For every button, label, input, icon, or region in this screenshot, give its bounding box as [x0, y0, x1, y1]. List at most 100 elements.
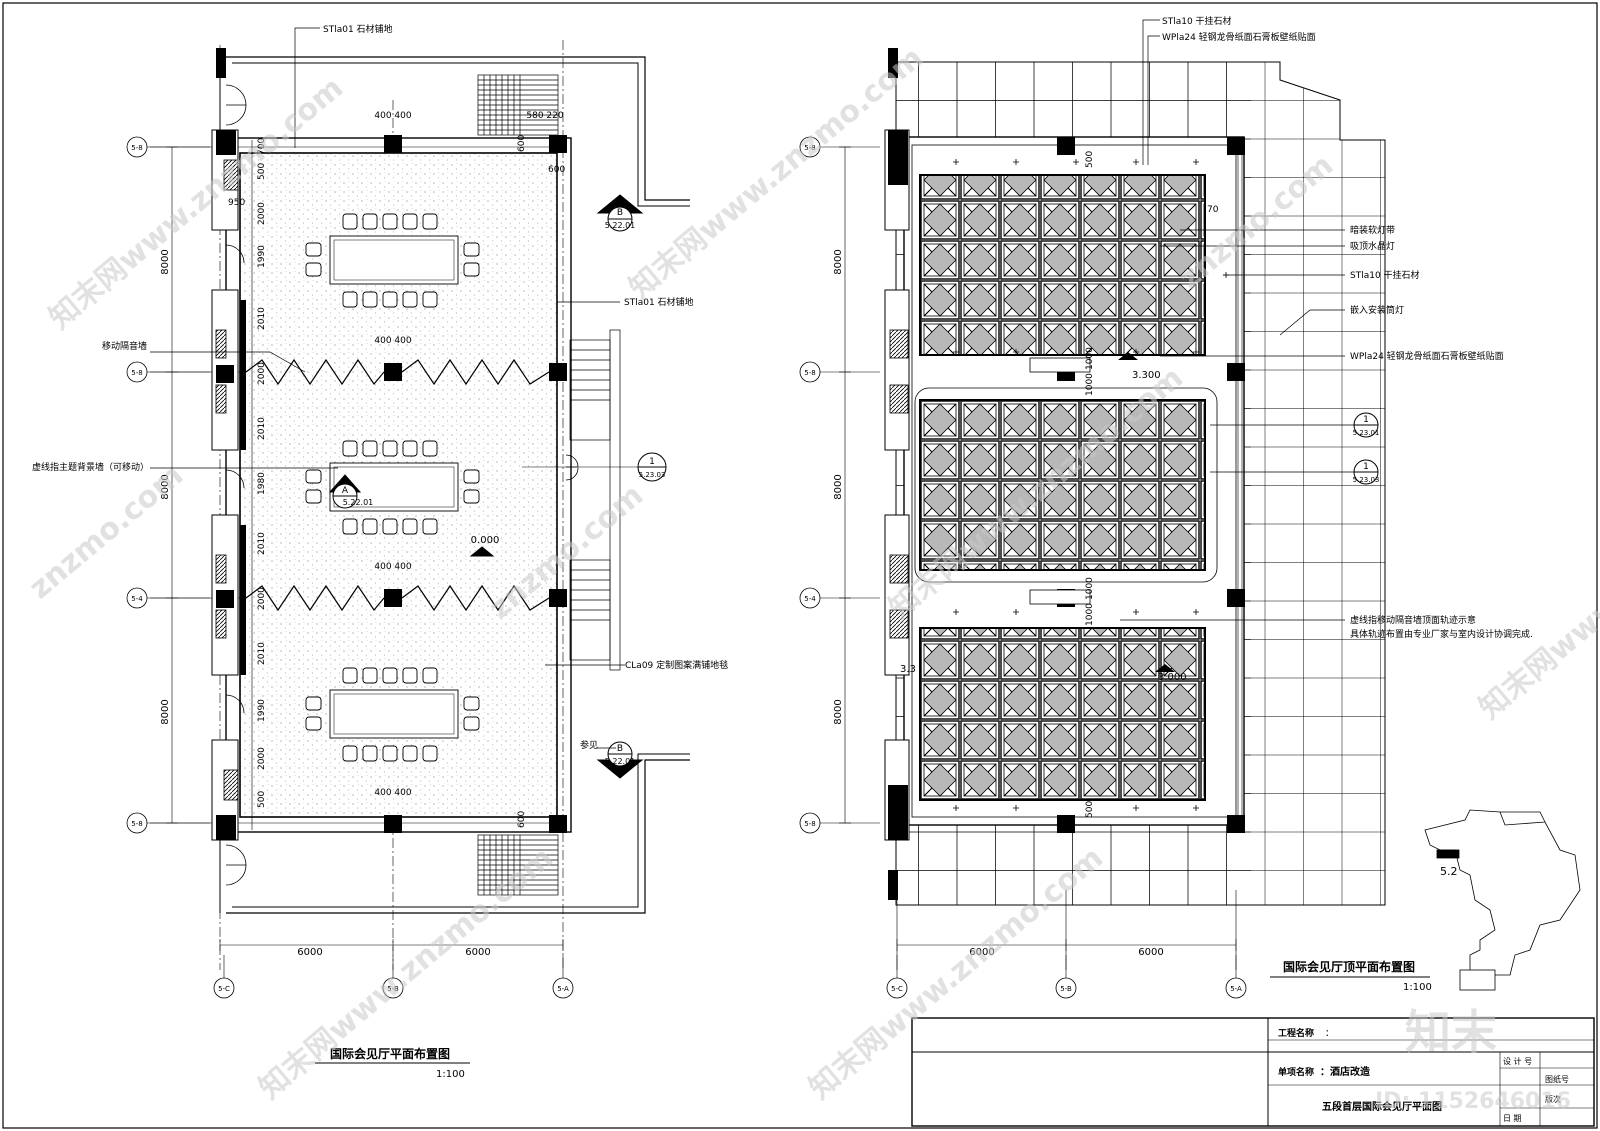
floor-level: 0.000: [471, 535, 500, 546]
led-strip-callout: 暗装软灯带: [1350, 224, 1395, 236]
lattice-ceiling-panel: [919, 174, 1206, 356]
ceiling-level: 3.300: [1132, 370, 1161, 381]
code-label: 版次: [1545, 1094, 1561, 1104]
code-label: 图纸号: [1545, 1074, 1569, 1084]
axis-label: 5-B: [387, 985, 399, 993]
axis-label: 5-8: [804, 144, 815, 152]
small-dim: 1000: [1085, 347, 1095, 370]
small-dim: 500: [257, 791, 267, 808]
section-b-ref: 5.22.01: [605, 757, 636, 766]
column-dim: 400 400: [374, 336, 411, 346]
detail-number: 1: [649, 457, 655, 467]
key-plan-label: 5.2: [1440, 865, 1458, 878]
axis-label: 5-4: [131, 595, 143, 603]
axis-label: 5-8: [804, 369, 815, 377]
dim-text: 8000: [833, 474, 844, 499]
small-dim: 2000: [257, 202, 267, 225]
crystal-light-callout: 吸顶水晶灯: [1350, 240, 1395, 252]
axis-label: 5-A: [557, 985, 569, 993]
small-dim: 70: [1207, 205, 1219, 215]
section-b-letter: B: [617, 208, 623, 218]
detail-number: 1: [1363, 462, 1369, 472]
dim-text: 8000: [833, 699, 844, 724]
column-dim: 400 400: [374, 111, 411, 121]
watermark: znzmo.com: [23, 458, 190, 606]
axis-label: 5-8: [804, 820, 815, 828]
meeting-table: [329, 235, 459, 285]
small-dim: 500: [1085, 151, 1095, 168]
small-dim: 2000: [257, 747, 267, 770]
dim-text: 6000: [1138, 947, 1163, 958]
axis-label: 5-8: [131, 820, 142, 828]
section-a-letter: A: [342, 486, 349, 496]
see-callout: 参见: [580, 739, 598, 751]
dim-text: 8000: [160, 474, 171, 499]
small-dim: 600: [517, 135, 527, 152]
section-a-ref: 5.22.01: [343, 498, 374, 507]
item-label: 单项名称: [1278, 1066, 1314, 1078]
top-dim: 580 220: [526, 111, 563, 121]
small-dim: 600: [548, 165, 565, 175]
plan-scale: 1:100: [1403, 982, 1432, 993]
plan-title: 国际会见厅平面布置图: [330, 1046, 450, 1061]
detail-ref: 5.23.01: [1353, 429, 1380, 437]
small-dim: 500: [257, 163, 267, 180]
watermark: 知末网www.znzmo.com: [623, 40, 930, 306]
small-dim: 2010: [257, 417, 267, 440]
lattice-ceiling-panel: [919, 627, 1206, 801]
section-b-letter: B: [617, 744, 623, 754]
small-dim: 2000: [257, 362, 267, 385]
track-note-1: 虚线指移动隔音墙顶面轨迹示意: [1350, 614, 1476, 626]
watermark-id: ID: 1152646016: [1375, 1089, 1571, 1114]
detail-ref: 5.23.03: [639, 471, 666, 479]
dim-text: 8000: [160, 249, 171, 274]
small-dim: 1000: [1085, 373, 1095, 396]
small-dim: 1000: [1085, 603, 1095, 626]
key-plan: [1424, 809, 1581, 991]
plan-title: 国际会见厅顶平面布置图: [1283, 959, 1415, 974]
watermark: 知末网www.znzmo.com: [253, 840, 560, 1106]
drawing-name: 五段首层国际会见厅平面图: [1322, 1100, 1442, 1113]
movable-wall-callout: 移动隔音墙: [102, 340, 147, 352]
dim-text: 8000: [833, 249, 844, 274]
track-note-2: 具体轨迹布置由专业厂家与室内设计协调完成.: [1350, 628, 1533, 640]
axis-label: 5-C: [891, 985, 903, 993]
dim-text: 6000: [969, 947, 994, 958]
axis-label: 5-A: [1230, 985, 1242, 993]
item-value: ：酒店改造: [1320, 1065, 1371, 1078]
column-dim: 400 400: [374, 788, 411, 798]
section-b-ref: 5.22.01: [605, 221, 636, 230]
small-dim: 1000: [1085, 577, 1095, 600]
small-dim: 1980: [257, 472, 267, 495]
axis-label: 5-B: [1060, 985, 1072, 993]
carpet-callout: CLa09 定制图案满铺地毯: [625, 659, 728, 671]
downlight-callout: 嵌入安装筒灯: [1350, 304, 1404, 316]
small-dim: 1990: [257, 245, 267, 268]
detail-ref: 5.23.03: [1353, 476, 1380, 484]
gypsum-wallpaper-callout: WPla24 轻钢龙骨纸面石膏板壁纸贴面: [1162, 31, 1316, 43]
small-dim: 600: [517, 811, 527, 828]
project-value: ：: [1325, 1029, 1334, 1039]
lattice-ceiling-panel: [919, 399, 1206, 571]
backdrop-callout: 虚线指主题背景墙（可移动）: [32, 461, 149, 473]
small-dim: 1990: [257, 699, 267, 722]
ceiling-plan: STla10 干挂石材 WPla24 轻钢龙骨纸面石膏板壁纸贴面 暗装软灯带 吸…: [799, 15, 1581, 999]
project-label: 工程名称: [1278, 1027, 1314, 1039]
stone-floor-callout: STla01 石材铺地: [323, 23, 393, 35]
small-dim: 700: [257, 138, 267, 155]
small-dim: 2010: [257, 532, 267, 555]
title-block: [911, 1017, 1595, 1127]
small-dim: 2010: [257, 642, 267, 665]
watermark-brand: 知末: [1405, 1005, 1497, 1059]
dim-text: 6000: [465, 947, 490, 958]
small-dim: 500: [1085, 801, 1095, 818]
gypsum-wallpaper-callout: WPla24 轻钢龙骨纸面石膏板壁纸贴面: [1350, 350, 1504, 362]
date-label: 日 期: [1503, 1114, 1522, 1123]
stone-floor-callout: STla01 石材铺地: [624, 296, 694, 308]
watermark: 知末网www.znzmo.com: [1473, 460, 1600, 726]
detail-number: 1: [1363, 415, 1369, 425]
axis-label: 5-4: [804, 595, 816, 603]
designer-label: 设 计 号: [1503, 1056, 1532, 1066]
